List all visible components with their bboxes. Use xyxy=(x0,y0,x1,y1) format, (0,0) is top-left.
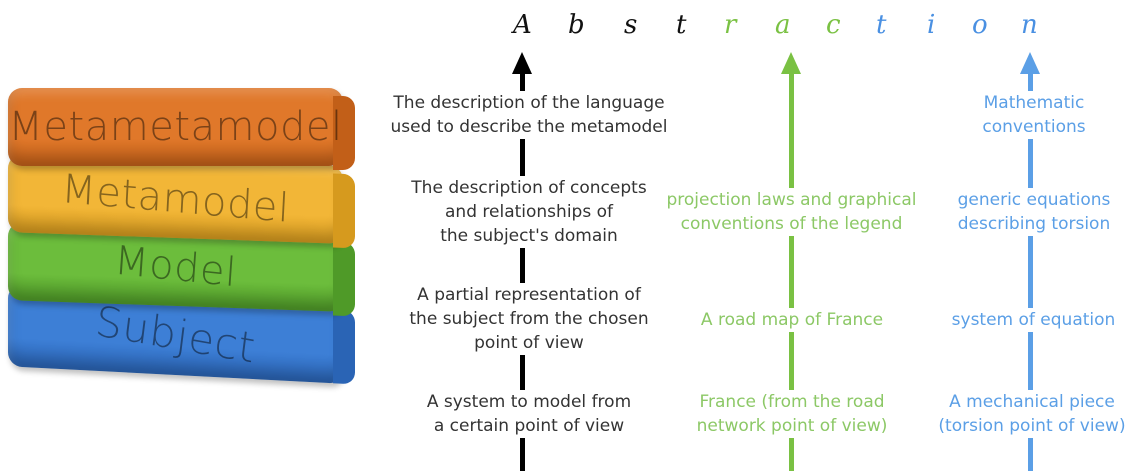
title-letter: c xyxy=(826,10,841,40)
mechanics-metametamodel-example: Mathematic conventions xyxy=(970,91,1098,139)
black-abstraction-arrow xyxy=(512,52,532,471)
text-line: France (from the road xyxy=(699,392,885,412)
green-abstraction-arrow xyxy=(781,52,801,471)
mechanics-metamodel-example: generic equations describing torsion xyxy=(945,188,1123,236)
title-letter: t xyxy=(876,10,887,40)
arrow-head xyxy=(1020,52,1040,74)
mechanics-subject-example: A mechanical piece (torsion point of vie… xyxy=(928,390,1133,438)
title-letter: r xyxy=(724,10,737,40)
map-metamodel-example: projection laws and graphical convention… xyxy=(655,188,928,236)
text-line: A system to model from xyxy=(426,392,632,412)
title-letter: s xyxy=(624,10,638,40)
text-line: A mechanical piece xyxy=(949,392,1115,412)
title-letter: i xyxy=(927,10,936,40)
arrow-shaft xyxy=(789,64,794,471)
arrow-head xyxy=(512,52,532,74)
title-letter: b xyxy=(568,10,585,40)
title-letter: t xyxy=(676,10,687,40)
text-line: The description of the language xyxy=(393,93,665,113)
mechanics-model-example: system of equation xyxy=(942,308,1125,332)
arrow-shaft xyxy=(1028,64,1033,471)
text-line: used to describe the metamodel xyxy=(390,117,668,137)
text-line: Mathematic xyxy=(983,93,1085,113)
text-line: the subject's domain xyxy=(440,226,618,246)
map-model-example: A road map of France xyxy=(686,308,898,332)
text-line: a certain point of view xyxy=(433,416,625,436)
text-line: A road map of France xyxy=(700,310,884,330)
abstraction-title: A b s t r a c t i o n xyxy=(0,8,1133,48)
text-line: projection laws and graphical xyxy=(666,190,917,210)
map-subject-example: France (from the road network point of v… xyxy=(683,390,901,438)
text-line: describing torsion xyxy=(957,214,1111,234)
arrow-shaft xyxy=(520,64,525,471)
text-line: The description of concepts xyxy=(411,178,647,198)
text-line: system of equation xyxy=(951,310,1116,330)
text-line: A partial representation of xyxy=(417,285,641,305)
metametamodel-block-side xyxy=(333,96,355,170)
text-line: the subject from the chosen xyxy=(409,309,649,329)
model-description: A partial representation of the subject … xyxy=(395,283,663,355)
title-letter: n xyxy=(1021,10,1038,40)
abstraction-stack: Subject Model Metamodel Metametamodel xyxy=(8,88,355,438)
title-letter: A xyxy=(513,10,532,40)
text-line: and relationships of xyxy=(445,202,613,222)
metametamodel-label: Metametamodel xyxy=(8,104,343,150)
title-letter: a xyxy=(775,10,791,40)
title-letter: o xyxy=(972,10,988,40)
text-line: point of view xyxy=(474,333,584,353)
text-line: network point of view) xyxy=(696,416,888,436)
subject-description: A system to model from a certain point o… xyxy=(410,390,648,438)
metametamodel-description: The description of the language used to … xyxy=(375,91,683,139)
metamodel-description: The description of concepts and relation… xyxy=(390,176,668,248)
text-line: conventions xyxy=(982,117,1086,137)
metametamodel-block: Metametamodel xyxy=(8,88,355,170)
text-line: generic equations xyxy=(957,190,1111,210)
arrow-head xyxy=(781,52,801,74)
text-line: (torsion point of view) xyxy=(938,416,1126,436)
blue-abstraction-arrow xyxy=(1020,52,1040,471)
metamodel-block: Metamodel xyxy=(8,154,355,249)
text-line: conventions of the legend xyxy=(680,214,903,234)
